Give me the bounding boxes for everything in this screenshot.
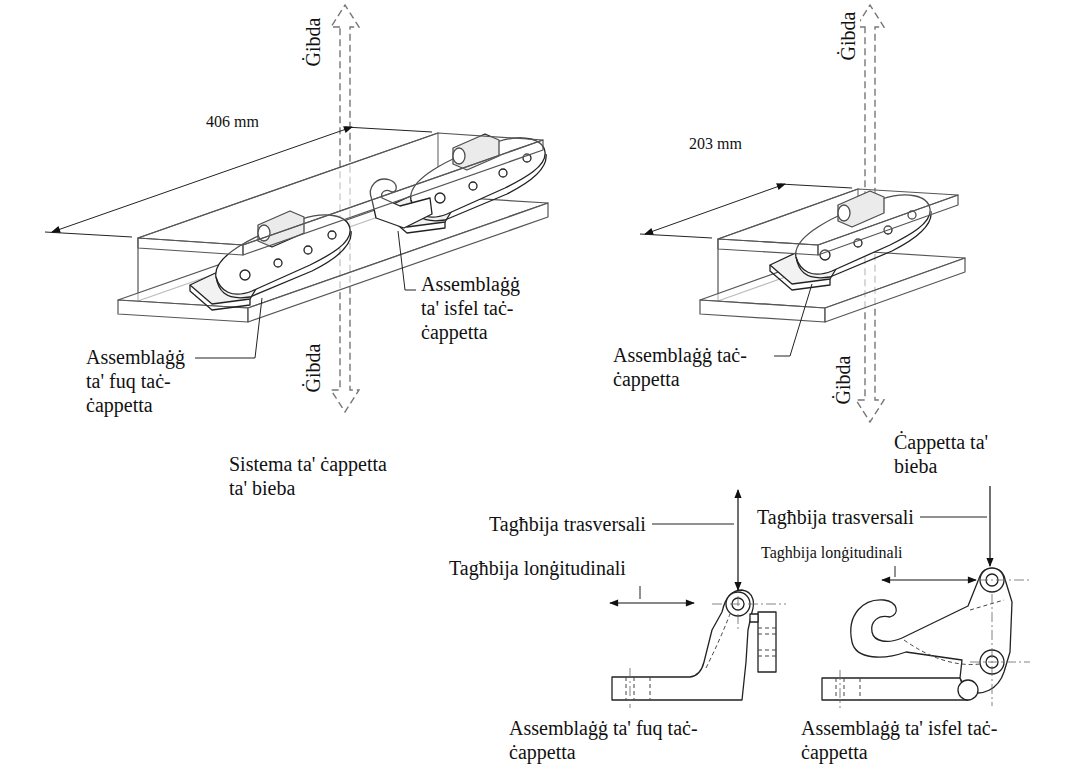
part-name: Assemblaġġ ta' isfel taċ-ċappetta	[420, 272, 532, 344]
pull-direction: Ġibda	[301, 343, 325, 394]
test-fixture	[118, 300, 248, 322]
hidden-line	[634, 677, 635, 700]
dimension-line	[780, 184, 852, 188]
pull-direction: Ġibda	[301, 17, 325, 68]
hidden-line	[904, 640, 980, 665]
part-name: Assemblaġġ ta' fuq taċ-ċappetta	[508, 716, 735, 764]
center-line	[978, 580, 1030, 581]
center-line	[630, 596, 786, 708]
dimension-line	[45, 232, 132, 237]
hidden-line	[758, 650, 776, 651]
test-fixture	[825, 258, 965, 322]
test-fixture	[718, 239, 818, 255]
hidden-line	[758, 656, 776, 657]
center-line	[992, 594, 993, 706]
leader-line	[192, 298, 262, 358]
dimension-line	[640, 184, 852, 238]
part-name: Assemblaġġ taċ-ċappetta	[612, 343, 774, 391]
latch-side-view	[612, 590, 753, 700]
leader-line	[895, 566, 896, 577]
hidden-line	[860, 678, 861, 700]
load-arrow	[610, 602, 694, 603]
latch-side-view	[822, 678, 968, 700]
test-fixture	[243, 140, 543, 255]
leader-line	[920, 517, 987, 518]
dimension-label: 203 mm	[688, 134, 743, 153]
latch-side-view	[750, 614, 758, 622]
test-fixture	[138, 133, 543, 245]
leader-line	[398, 231, 416, 290]
leader-line	[640, 586, 641, 599]
figure-caption: Ċappetta ta' bieba	[893, 430, 1010, 478]
center-line	[840, 670, 841, 708]
center-line	[840, 580, 1030, 708]
hidden-line	[836, 678, 837, 700]
center-line	[970, 662, 1030, 663]
hidden-line	[758, 628, 776, 629]
dimension-label: 406 mm	[205, 112, 260, 131]
load-arrow	[882, 579, 976, 580]
load-label: Tagħbija trasversali	[756, 505, 915, 529]
hidden-line	[836, 600, 1004, 700]
load-arrow	[989, 486, 990, 566]
dimension-line	[645, 184, 785, 234]
figure-caption: Sistema ta' ċappetta ta' bieba	[228, 452, 400, 500]
center-line	[712, 604, 786, 605]
load-arrow	[737, 490, 738, 590]
test-fixture	[700, 189, 965, 322]
latch-side-view	[851, 569, 1012, 694]
hidden-line	[758, 634, 776, 635]
latch-side-view	[612, 590, 776, 700]
latch-side-view	[958, 680, 978, 700]
pull-direction: Ġibda	[836, 11, 860, 62]
hidden-line	[844, 678, 845, 700]
test-fixture	[718, 189, 958, 255]
dimension-line	[640, 234, 712, 238]
latch-side-view	[758, 612, 776, 672]
hidden-line	[650, 677, 651, 700]
dimension-line	[45, 127, 432, 237]
test-fixture	[818, 195, 958, 255]
dimension-line	[345, 127, 432, 132]
hidden-line	[970, 600, 1004, 610]
hidden-line	[626, 614, 776, 700]
test-fixture	[138, 238, 243, 255]
load-label: Taghbija lonġitudinali	[760, 543, 904, 562]
leader-line	[192, 231, 987, 599]
hidden-line	[626, 677, 627, 700]
load-label: Tagħbija trasversali	[488, 512, 647, 536]
pull-direction: Ġibda	[831, 355, 855, 406]
center-line	[630, 668, 631, 708]
center-line	[738, 596, 739, 632]
part-name: Assemblaġġ ta' fuq taċ-ċappetta	[85, 345, 195, 417]
hidden-line	[706, 614, 730, 668]
load-label: Tagħbija lonġitudinali	[448, 556, 627, 580]
leader-line	[652, 524, 734, 525]
test-fixture	[138, 133, 543, 255]
dimension-line	[52, 127, 352, 232]
latch-side-view	[822, 568, 1012, 700]
load-arrow	[610, 486, 990, 603]
part-name: Assemblaġġ ta' isfel taċ-ċappetta	[800, 716, 1032, 764]
